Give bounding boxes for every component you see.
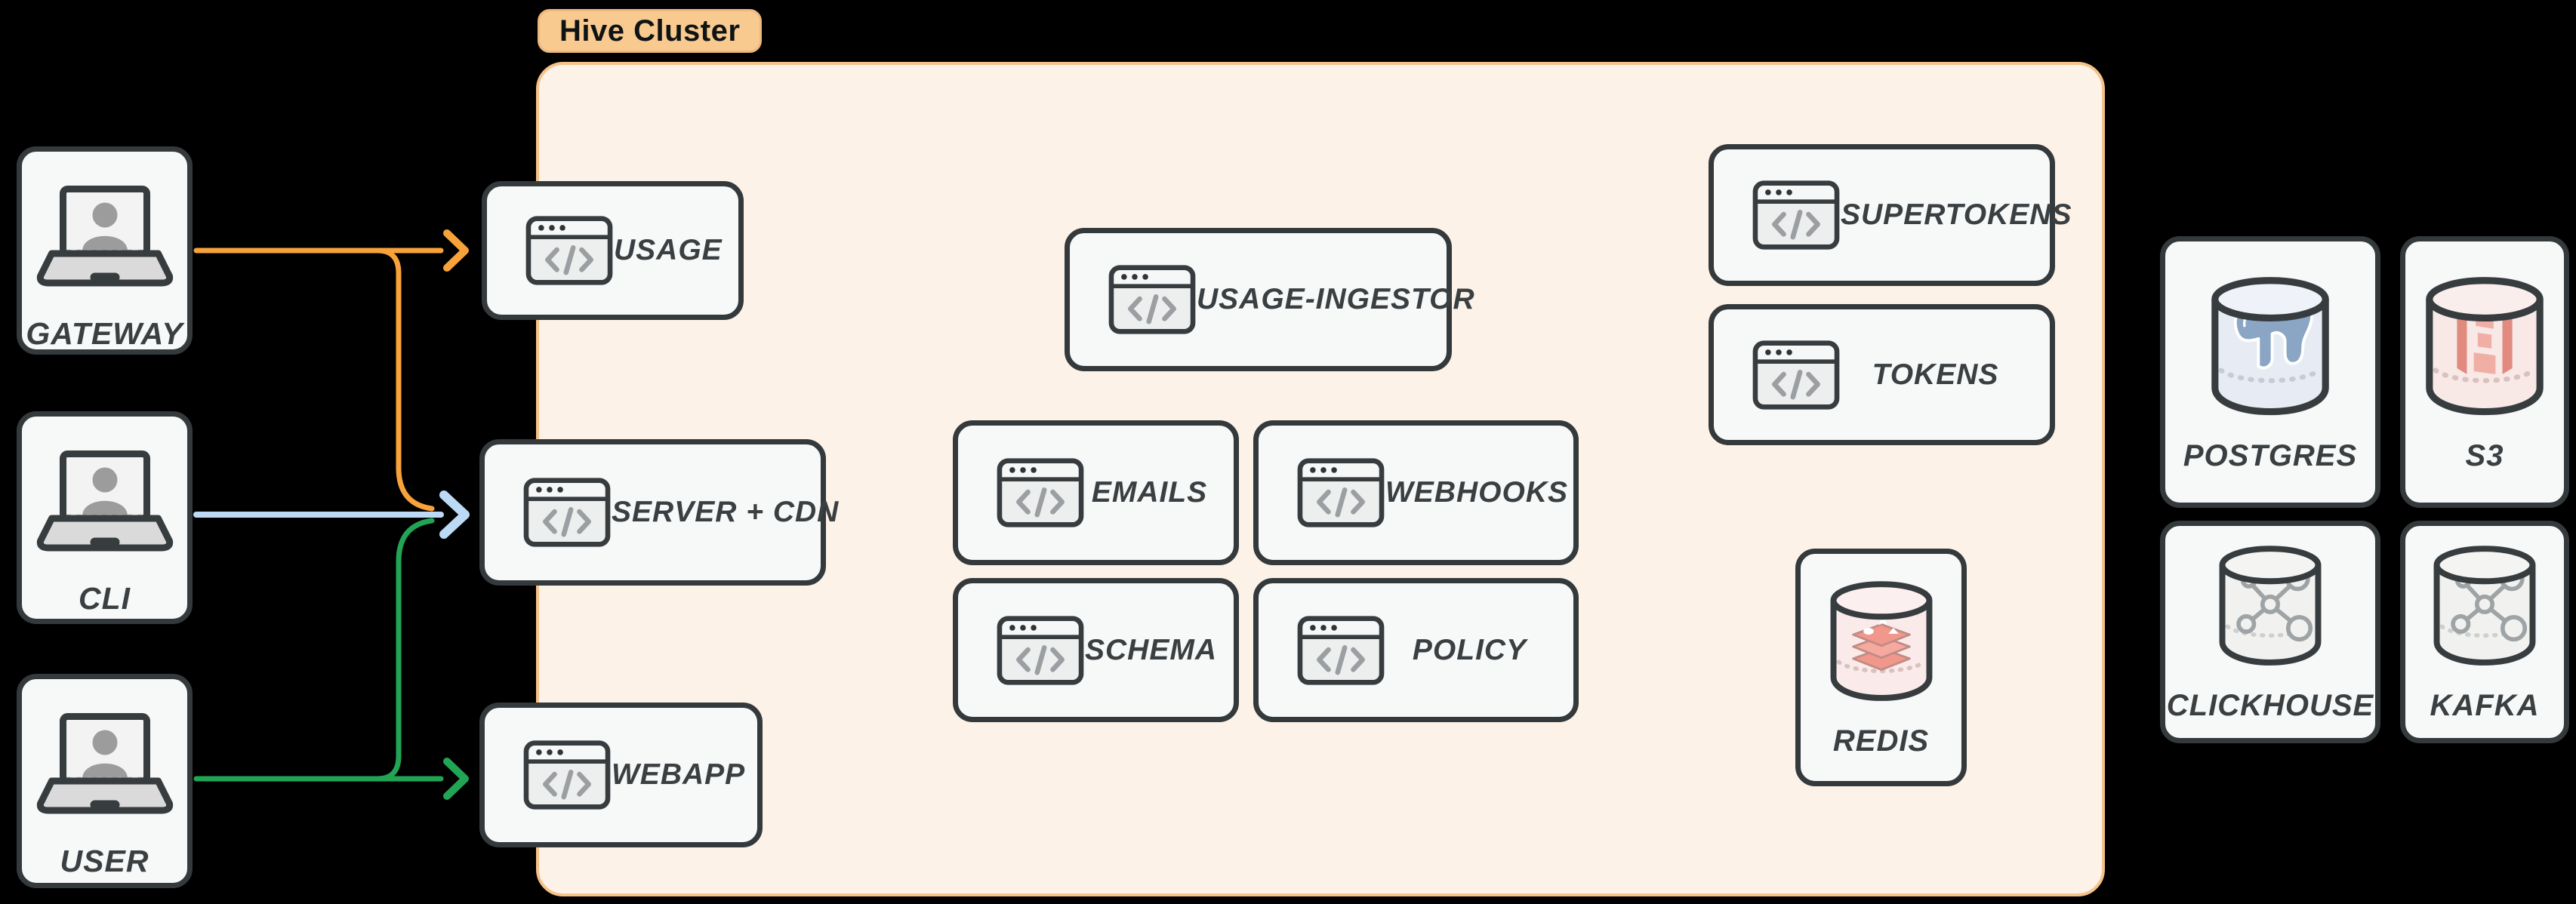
- node-usage-ingestor-label: USAGE-INGESTOR: [1197, 283, 1475, 315]
- node-usage: USAGE: [482, 181, 744, 320]
- code-window-icon: [522, 477, 612, 548]
- node-cli-label: CLI: [78, 581, 131, 616]
- node-clickhouse: CLICKHOUSE: [2160, 521, 2380, 743]
- node-kafka-label: KAFKA: [2430, 689, 2540, 722]
- node-postgres: POSTGRES: [2160, 236, 2380, 508]
- node-gateway: GATEWAY: [17, 146, 193, 355]
- node-server-cdn-label: SERVER + CDN: [612, 496, 840, 528]
- s3-database-icon: [2414, 272, 2555, 420]
- node-usage-label: USAGE: [614, 234, 723, 266]
- kafka-database-icon: [2424, 541, 2545, 669]
- node-supertokens: SUPERTOKENS: [1709, 144, 2071, 286]
- node-webhooks-label: WEBHOOKS: [1385, 476, 1568, 509]
- laptop-user-icon: [31, 448, 179, 561]
- node-tokens-label: TOKENS: [1872, 358, 1999, 391]
- node-webapp: WEBAPP: [479, 703, 763, 847]
- redis-database-icon: [1821, 577, 1942, 705]
- node-usage-ingestor: USAGE-INGESTOR: [1065, 228, 1474, 371]
- node-cli: CLI: [17, 411, 193, 624]
- node-webhooks: WEBHOOKS: [1253, 420, 1579, 565]
- node-emails-label: EMAILS: [1091, 476, 1208, 509]
- node-schema: SCHEMA: [953, 578, 1239, 722]
- code-window-icon: [525, 215, 614, 286]
- code-window-icon: [522, 739, 612, 810]
- node-tokens: TOKENS: [1709, 304, 2055, 445]
- node-kafka: KAFKA: [2400, 521, 2569, 743]
- node-user: USER: [17, 674, 193, 888]
- arrow-user-to-webapp: [193, 758, 469, 800]
- node-s3: S3: [2400, 236, 2569, 508]
- postgres-database-icon: [2200, 272, 2340, 420]
- node-supertokens-label: SUPERTOKENS: [1841, 198, 2072, 231]
- code-window-icon: [1296, 457, 1385, 528]
- node-clickhouse-label: CLICKHOUSE: [2166, 689, 2374, 722]
- node-schema-label: SCHEMA: [1085, 633, 1218, 666]
- hive-cluster-label: Hive Cluster: [538, 9, 763, 53]
- arrow-user-to-server-cdn: [374, 518, 435, 782]
- node-postgres-label: POSTGRES: [2183, 438, 2358, 472]
- node-s3-label: S3: [2465, 438, 2504, 472]
- laptop-user-icon: [31, 711, 179, 824]
- code-window-icon: [1752, 340, 1841, 410]
- code-window-icon: [996, 615, 1085, 686]
- arrow-gateway-to-server-cdn: [374, 248, 435, 512]
- node-gateway-label: GATEWAY: [26, 316, 183, 351]
- node-redis: REDIS: [1795, 549, 1967, 786]
- laptop-user-icon: [31, 183, 179, 297]
- node-redis-label: REDIS: [1832, 724, 1930, 758]
- node-policy: POLICY: [1253, 578, 1579, 722]
- node-emails: EMAILS: [953, 420, 1239, 565]
- node-policy-label: POLICY: [1412, 633, 1527, 666]
- code-window-icon: [1752, 180, 1841, 251]
- hive-cluster-label-text: Hive Cluster: [559, 14, 741, 48]
- node-user-label: USER: [60, 844, 149, 878]
- arrow-gateway-to-usage: [193, 229, 469, 272]
- node-server-cdn: SERVER + CDN: [479, 439, 838, 586]
- arrow-cli-to-server-cdn: [193, 490, 470, 539]
- clickhouse-database-icon: [2210, 541, 2331, 669]
- node-webapp-label: WEBAPP: [612, 758, 746, 791]
- code-window-icon: [996, 457, 1085, 528]
- code-window-icon: [1108, 264, 1197, 335]
- code-window-icon: [1296, 615, 1385, 686]
